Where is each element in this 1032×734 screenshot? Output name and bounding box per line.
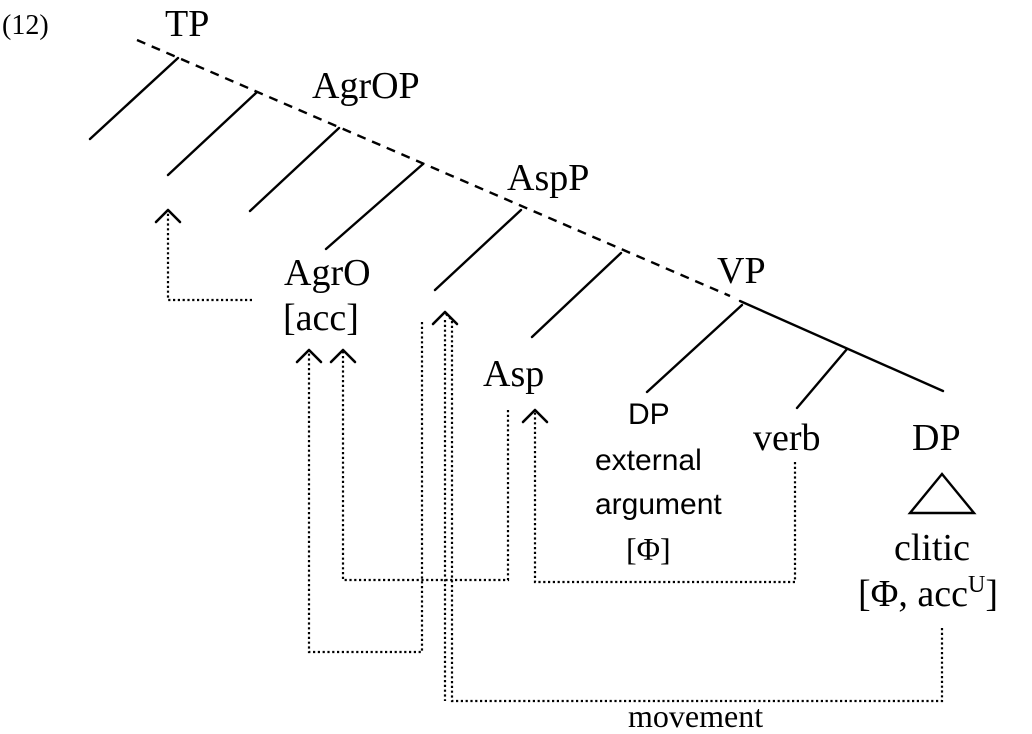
node-external-dp: DP bbox=[628, 398, 670, 431]
node-external-line1: external bbox=[595, 444, 702, 477]
node-object-dp: DP bbox=[912, 417, 961, 459]
example-number: (12) bbox=[2, 10, 49, 41]
node-aspp: AspP bbox=[507, 157, 589, 199]
clitic-feature-close: ] bbox=[985, 573, 998, 615]
node-clitic-feature: [Φ, accU] bbox=[858, 572, 998, 615]
arrow-asp bbox=[521, 408, 549, 424]
branch-aspp-spec bbox=[433, 208, 523, 292]
node-external-feature: [Φ] bbox=[626, 531, 671, 567]
arrow-t bbox=[154, 208, 182, 224]
node-vp: VP bbox=[717, 250, 766, 292]
dp-triangle bbox=[907, 472, 977, 515]
node-asp-head: Asp bbox=[483, 353, 544, 395]
move-spec-to-agro bbox=[307, 322, 424, 654]
spine-solid-vp bbox=[738, 299, 945, 393]
caption-movement: movement bbox=[628, 698, 763, 734]
spine-dashed bbox=[136, 38, 731, 298]
clitic-feature-main: [Φ, acc bbox=[858, 573, 968, 615]
branch-agrop-spec bbox=[248, 126, 341, 213]
branch-tp-spec bbox=[88, 56, 180, 141]
clitic-feature-sup: U bbox=[968, 572, 985, 598]
node-clitic: clitic bbox=[894, 527, 970, 569]
node-agrop: AgrOP bbox=[312, 65, 420, 107]
branch-vbar-head bbox=[795, 347, 849, 410]
node-tp: TP bbox=[165, 3, 209, 45]
branch-tbar-head bbox=[166, 90, 259, 177]
node-agro-feature: [acc] bbox=[283, 297, 359, 339]
arrow-agro-inner bbox=[329, 348, 357, 364]
branch-vp-spec bbox=[645, 303, 744, 394]
branch-aspbar-head bbox=[530, 251, 623, 339]
move-verb-to-asp bbox=[533, 410, 797, 584]
node-external-line2: argument bbox=[595, 488, 722, 521]
arrow-spec-aspp bbox=[431, 310, 459, 326]
node-verb: verb bbox=[753, 417, 821, 459]
node-agro-head: AgrO bbox=[284, 252, 371, 294]
branch-agrobar-head bbox=[324, 162, 425, 251]
move-agro-to-t bbox=[166, 210, 252, 302]
arrow-agro-outer bbox=[295, 348, 323, 364]
